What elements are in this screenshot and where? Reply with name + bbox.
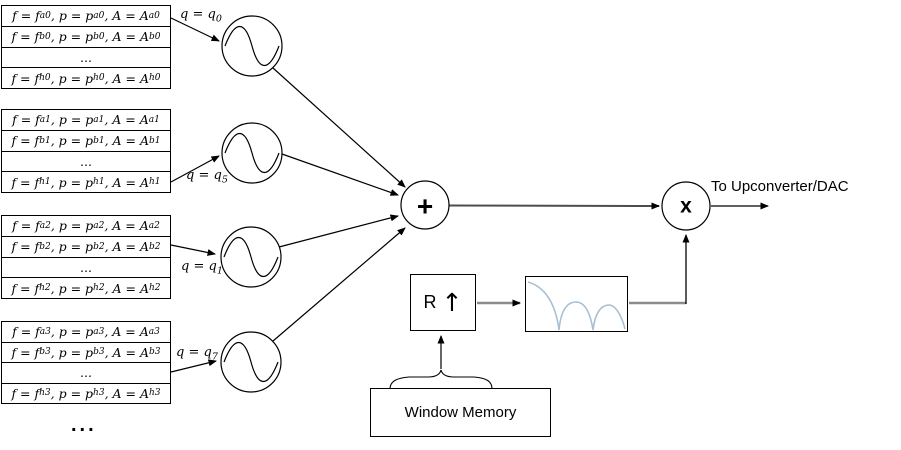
arrow-osc4-to-sum	[272, 227, 406, 342]
sinc-response-icon	[527, 281, 626, 331]
table-row: ...	[2, 363, 170, 384]
sine-wave-icon	[223, 342, 279, 382]
arrow-sum-to-mult	[448, 202, 660, 210]
arrow-osc2-to-sum	[281, 153, 399, 196]
q-label-3: q = q7	[176, 345, 218, 363]
table-row: ...	[2, 258, 170, 279]
arrow-table2-to-osc2	[170, 155, 220, 183]
q-label-2: q = q1	[181, 259, 223, 277]
arrow-table4-to-osc4	[170, 359, 217, 373]
upsampler-block: R ↑	[410, 274, 476, 331]
arrow-table1-to-osc1	[170, 17, 220, 42]
oscillator-4	[220, 331, 282, 393]
table-row: ...	[2, 48, 170, 69]
arrow-table3-to-osc3	[170, 244, 216, 256]
up-arrow-icon: ↑	[441, 288, 463, 317]
q-label-1: q = q5	[186, 168, 228, 186]
upsampler-label: R	[423, 292, 437, 312]
multiply-node: x	[661, 181, 711, 231]
sine-wave-icon	[224, 133, 280, 173]
oscillator-2	[221, 122, 283, 184]
multiply-icon: x	[680, 195, 692, 218]
arrow-osc3-to-sum	[278, 214, 399, 248]
window-memory-label: Window Memory	[404, 404, 517, 421]
oscillator-3	[220, 226, 282, 288]
sine-wave-icon	[223, 237, 279, 277]
sum-node: +	[400, 180, 450, 230]
window-memory-block: Window Memory	[370, 388, 551, 437]
q-label-0: q = q0	[180, 7, 222, 25]
arrow-osc1-to-sum	[272, 67, 406, 188]
sine-wave-icon	[224, 26, 280, 66]
plus-icon: +	[417, 191, 433, 222]
filter-response-block	[525, 276, 628, 332]
oscillator-1	[221, 15, 283, 77]
more-tables-ellipsis: ...	[71, 414, 97, 436]
window-memory-brace	[389, 369, 493, 390]
output-label: To Upconverter/DAC	[711, 178, 849, 195]
table-row: ...	[2, 152, 170, 173]
